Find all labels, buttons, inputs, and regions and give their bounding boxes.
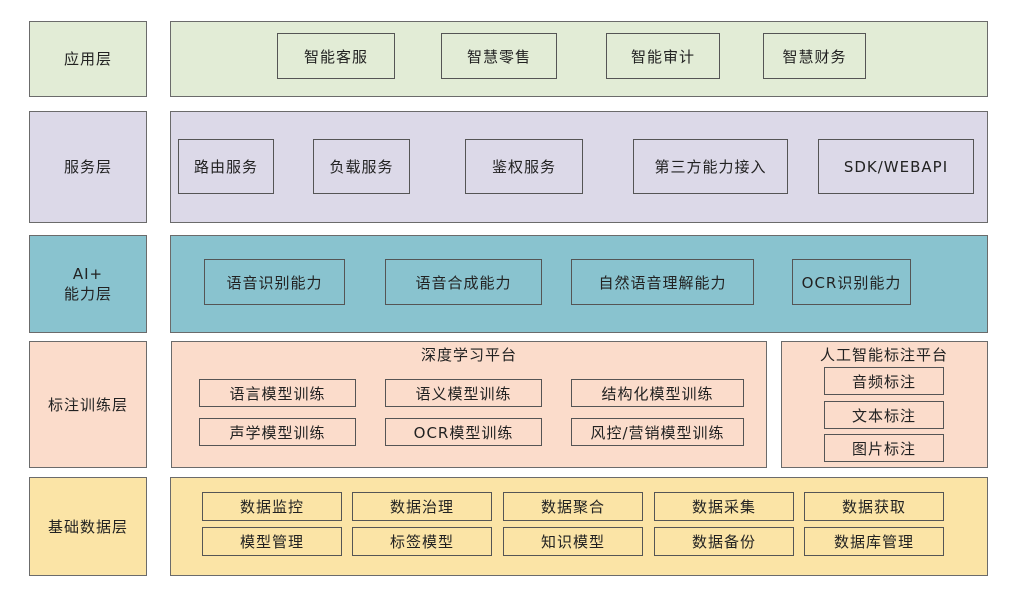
- data-item-monitoring: 数据监控: [202, 492, 342, 521]
- layer-label-data: 基础数据层: [29, 477, 147, 576]
- annotation-item-text: 文本标注: [824, 401, 944, 429]
- ai-item-speech-synthesis: 语音合成能力: [385, 259, 542, 305]
- data-item-aggregation: 数据聚合: [503, 492, 643, 521]
- service-item-third-party: 第三方能力接入: [633, 139, 788, 194]
- annotation-item-image: 图片标注: [824, 434, 944, 462]
- layer-label-ai: AI+ 能力层: [29, 235, 147, 333]
- layer-label-data-text: 基础数据层: [47, 517, 128, 536]
- layer-label-app-text: 应用层: [63, 50, 112, 68]
- data-item-governance: 数据治理: [352, 492, 492, 521]
- data-item-knowledge-model: 知识模型: [503, 527, 643, 556]
- app-item-smart-audit: 智能审计: [606, 33, 720, 79]
- dl-item-language-model: 语言模型训练: [199, 379, 356, 407]
- service-item-load: 负载服务: [313, 139, 410, 194]
- layer-label-training-text: 标注训练层: [47, 395, 128, 414]
- dl-item-structured-model: 结构化模型训练: [571, 379, 744, 407]
- layer-label-app: 应用层: [29, 21, 147, 97]
- app-item-smart-finance: 智慧财务: [763, 33, 866, 79]
- ai-item-nlu: 自然语音理解能力: [571, 259, 754, 305]
- data-item-database-management: 数据库管理: [804, 527, 944, 556]
- dl-item-ocr-model: OCR模型训练: [385, 418, 542, 446]
- data-item-collection: 数据采集: [654, 492, 794, 521]
- dl-item-risk-marketing-model: 风控/营销模型训练: [571, 418, 744, 446]
- ai-item-ocr: OCR识别能力: [792, 259, 911, 305]
- layer-label-ai-line1: AI+: [72, 265, 104, 283]
- dl-item-acoustic-model: 声学模型训练: [199, 418, 356, 446]
- layer-label-ai-line2: 能力层: [63, 285, 112, 303]
- ai-item-speech-recognition: 语音识别能力: [204, 259, 345, 305]
- layer-label-service-text: 服务层: [63, 158, 112, 176]
- service-item-routing: 路由服务: [178, 139, 274, 194]
- deep-learning-title: 深度学习平台: [420, 346, 518, 364]
- data-item-model-management: 模型管理: [202, 527, 342, 556]
- layer-label-service: 服务层: [29, 111, 147, 223]
- data-item-tag-model: 标签模型: [352, 527, 492, 556]
- service-item-sdk-webapi: SDK/WEBAPI: [818, 139, 974, 194]
- app-item-smart-service: 智能客服: [277, 33, 395, 79]
- layer-label-training: 标注训练层: [29, 341, 147, 468]
- dl-item-semantic-model: 语义模型训练: [385, 379, 542, 407]
- data-item-backup: 数据备份: [654, 527, 794, 556]
- service-item-auth: 鉴权服务: [465, 139, 583, 194]
- app-item-smart-retail: 智慧零售: [441, 33, 557, 79]
- annotation-title: 人工智能标注平台: [819, 346, 949, 364]
- annotation-item-audio: 音频标注: [824, 367, 944, 395]
- data-item-acquisition: 数据获取: [804, 492, 944, 521]
